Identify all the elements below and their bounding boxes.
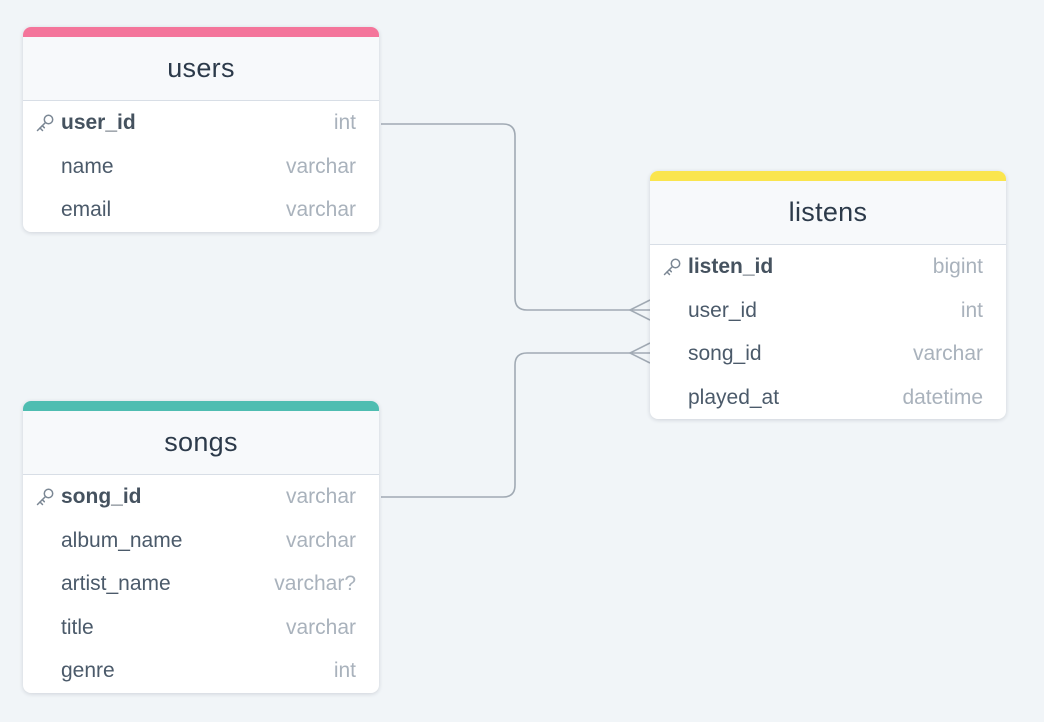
field-type: int xyxy=(960,298,983,322)
field-name: user_id xyxy=(61,111,136,134)
field-row-played-at[interactable]: played_at datetime xyxy=(650,376,1006,420)
field-row-song-id[interactable]: song_id varchar xyxy=(23,475,379,519)
table-users-fields: user_id int name varchar email varchar xyxy=(23,101,379,232)
table-listens-title: listens xyxy=(788,197,868,227)
field-name: artist_name xyxy=(61,572,171,595)
field-type: varchar xyxy=(912,342,983,365)
crows-foot-song-id xyxy=(628,342,651,364)
edge-songs-listens[interactable] xyxy=(381,342,651,498)
crows-foot-user-id xyxy=(628,299,651,321)
field-type: varchar xyxy=(285,485,356,508)
field-type: varchar xyxy=(285,615,356,639)
field-type: varchar xyxy=(285,528,356,552)
field-type: int xyxy=(333,659,356,682)
table-songs-header[interactable]: songs xyxy=(23,411,379,475)
field-type: bigint xyxy=(932,255,983,278)
field-row-artist-name[interactable]: artist_name varchar? xyxy=(23,562,379,606)
field-type: int xyxy=(333,111,356,134)
field-name: album_name xyxy=(61,528,183,552)
field-row-email[interactable]: email varchar xyxy=(23,188,379,232)
key-icon xyxy=(661,256,683,278)
field-type: datetime xyxy=(902,385,983,409)
table-listens-accent-bar xyxy=(650,171,1006,181)
table-listens-fields: listen_id bigint user_id int song_id varchar p… xyxy=(650,245,1006,419)
table-users-header[interactable]: users xyxy=(23,37,379,101)
edge-songs-listens-path xyxy=(381,352,650,498)
table-songs-title: songs xyxy=(164,427,238,457)
field-row-album-name[interactable]: album_name varchar xyxy=(23,519,379,563)
field-name: name xyxy=(61,154,114,178)
field-name: played_at xyxy=(688,385,780,409)
table-users-accent-bar xyxy=(23,27,379,37)
field-row-user-id[interactable]: user_id int xyxy=(650,289,1006,333)
table-songs-accent-bar xyxy=(23,401,379,411)
field-name: song_id xyxy=(688,342,762,365)
table-listens[interactable]: listens listen_id bigint user_id int song_id… xyxy=(650,171,1006,419)
key-icon xyxy=(34,112,56,134)
table-users-title: users xyxy=(167,53,235,83)
field-row-user-id[interactable]: user_id int xyxy=(23,101,379,145)
edge-users-listens[interactable] xyxy=(381,123,651,321)
table-listens-header[interactable]: listens xyxy=(650,181,1006,245)
table-users[interactable]: users user_id int name varchar email varchar xyxy=(23,27,379,232)
field-row-song-id[interactable]: song_id varchar xyxy=(650,332,1006,376)
edge-users-listens-path xyxy=(381,123,650,311)
key-icon xyxy=(34,486,56,508)
field-name: email xyxy=(61,198,112,221)
field-name: song_id xyxy=(61,485,142,508)
field-row-name[interactable]: name varchar xyxy=(23,145,379,189)
field-name: title xyxy=(61,615,94,639)
field-type: varchar xyxy=(285,198,356,221)
field-type: varchar? xyxy=(274,572,356,595)
field-row-title[interactable]: title varchar xyxy=(23,606,379,650)
field-name: listen_id xyxy=(688,255,774,278)
field-name: user_id xyxy=(688,298,757,322)
field-type: varchar xyxy=(285,154,356,178)
field-row-listen-id[interactable]: listen_id bigint xyxy=(650,245,1006,289)
field-name: genre xyxy=(61,659,115,682)
field-row-genre[interactable]: genre int xyxy=(23,649,379,693)
